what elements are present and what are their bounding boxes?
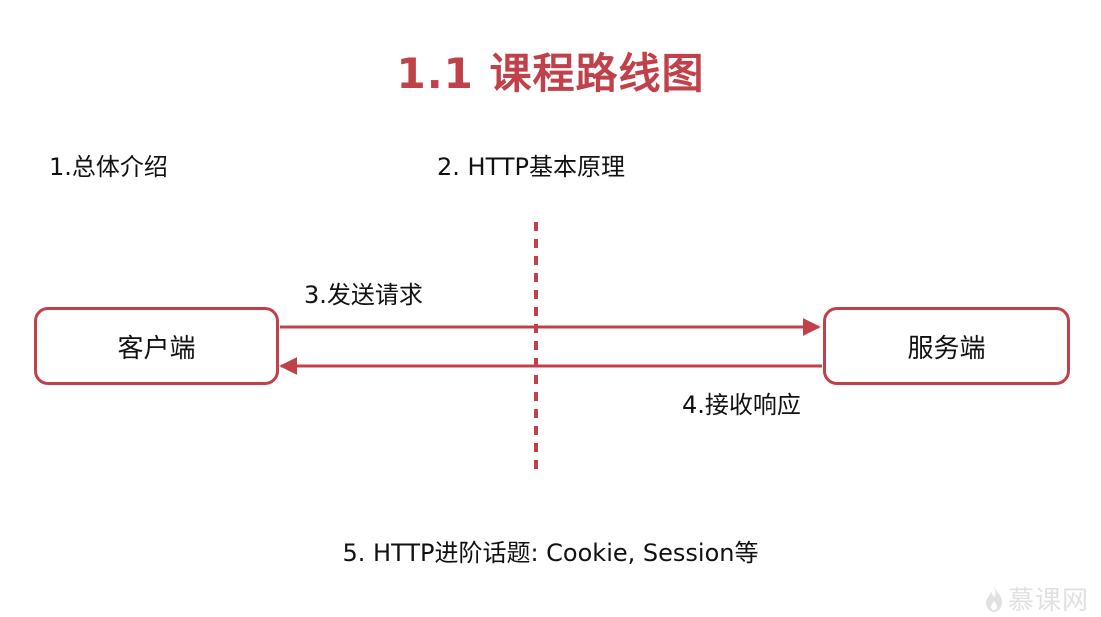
slide-title: 1.1 课程路线图	[396, 49, 705, 98]
client-node: 客户端	[34, 307, 279, 385]
server-node: 服务端	[823, 307, 1070, 385]
server-node-label: 服务端	[907, 333, 986, 364]
roadmap-item-overview: 1.总体介绍	[49, 153, 168, 181]
roadmap-item-send-request: 3.发送请求	[304, 281, 423, 309]
flame-icon	[986, 585, 1002, 612]
roadmap-item-receive-response: 4.接收响应	[682, 391, 801, 419]
client-node-label: 客户端	[117, 333, 196, 364]
watermark-text: 慕课网	[1008, 586, 1090, 616]
watermark-logo: 慕课网	[984, 580, 1089, 617]
roadmap-item-http-basics: 2. HTTP基本原理	[437, 153, 625, 181]
roadmap-item-advanced: 5. HTTP进阶话题: Cookie, Session等	[342, 539, 759, 567]
